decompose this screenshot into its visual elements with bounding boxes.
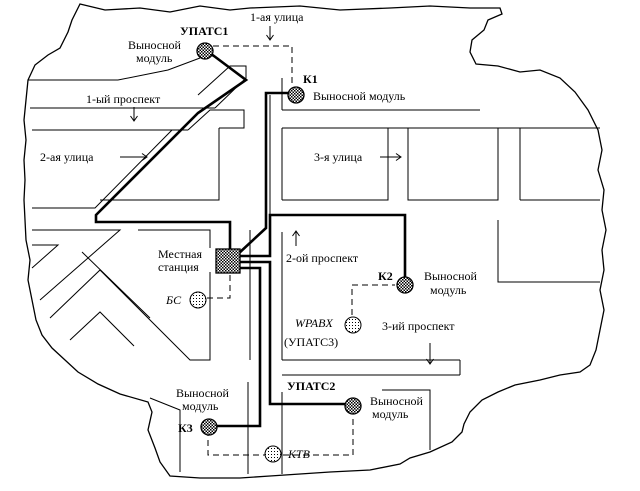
k1-module-icon: [287, 86, 305, 104]
wireless-links: [200, 45, 395, 456]
ktv-name: КТВ: [287, 447, 311, 461]
street-edge: [69, 311, 135, 347]
street-edge: [407, 128, 499, 201]
arrow-down-icon: [130, 107, 138, 122]
cable-to-upats2: [240, 260, 352, 406]
street-edge: [382, 389, 431, 450]
station-caption-line1: Местная: [158, 247, 202, 261]
upats1-caption-line2: модуль: [136, 51, 173, 65]
k2-module-icon: [396, 276, 414, 294]
k2-caption-line2: модуль: [430, 283, 467, 297]
station-caption-line2: станция: [158, 260, 199, 274]
wpabx-node-icon: [344, 316, 362, 334]
k2-caption-line1: Выносной: [424, 269, 478, 283]
street-edge: [149, 397, 181, 472]
street-edge: [138, 229, 211, 248]
street-edge: [497, 220, 600, 283]
upats1-caption-line1: Выносной: [128, 38, 182, 52]
arrow-up-icon: [292, 230, 300, 246]
node-labels: УПАТС1 Выносной модуль К1 Выносной модул…: [128, 24, 478, 461]
cable-to-k1: [237, 91, 290, 255]
direction-arrows: [120, 26, 434, 365]
avenue1-label: 1-ый проспект: [86, 92, 161, 106]
street2-label: 2-ая улица: [40, 150, 94, 164]
link-station-bs: [200, 275, 231, 299]
upats2-caption-line2: модуль: [372, 407, 409, 421]
cable-to-upats1: [94, 50, 249, 254]
map-boundary: [23, 3, 607, 479]
link-wpabx-k2: [351, 284, 395, 325]
k1-caption: Выносной модуль: [313, 89, 406, 103]
cable-routes: [94, 50, 407, 428]
street-edge: [32, 229, 122, 301]
link-k3-upats2: [207, 415, 354, 456]
cable-to-k3: [212, 266, 262, 428]
wpabx-caption: (УПАТС3): [284, 335, 338, 349]
k1-name: К1: [303, 72, 318, 86]
arrow-down-icon: [266, 26, 274, 41]
local-station-icon: [215, 248, 241, 274]
k3-caption-line1: Выносной: [176, 386, 230, 400]
arrow-down-icon: [426, 343, 434, 365]
street-labels: 1-ая улица 1-ый проспект 2-ая улица 3-я …: [40, 10, 455, 333]
street-edge: [49, 269, 211, 361]
upats2-caption-line1: Выносной: [370, 394, 424, 408]
upats1-module-icon: [196, 42, 214, 60]
upats2-name: УПАТС2: [287, 379, 335, 393]
nodes: [189, 42, 414, 463]
street-network: [28, 57, 600, 474]
bs-name: БС: [165, 293, 182, 307]
upats2-module-icon: [344, 397, 362, 415]
street-edge: [282, 128, 389, 201]
wpabx-name: WPABX: [295, 316, 333, 330]
street3-label: 3-я улица: [314, 150, 363, 164]
street-edge: [117, 57, 201, 81]
bs-node-icon: [189, 291, 207, 309]
street1-label: 1-ая улица: [250, 10, 304, 24]
street-edge: [31, 244, 60, 269]
cable-to-k2: [240, 213, 407, 284]
upats1-name: УПАТС1: [180, 24, 228, 38]
avenue2-label: 2-ой проспект: [286, 251, 359, 265]
link-upats1-k1: [213, 45, 293, 85]
k3-module-icon: [200, 418, 218, 436]
arrow-right-icon: [120, 153, 148, 161]
k3-caption-line2: модуль: [182, 399, 219, 413]
street-edge: [197, 65, 247, 109]
avenue3-label: 3-ий проспект: [382, 319, 455, 333]
arrow-right-icon: [380, 153, 402, 161]
k2-name: К2: [378, 269, 393, 283]
k3-name: К3: [178, 421, 193, 435]
street-edge: [187, 109, 245, 131]
street-edge: [81, 251, 151, 319]
street-edge: [100, 128, 220, 201]
street-edge: [32, 129, 173, 209]
ktv-node-icon: [264, 445, 282, 463]
